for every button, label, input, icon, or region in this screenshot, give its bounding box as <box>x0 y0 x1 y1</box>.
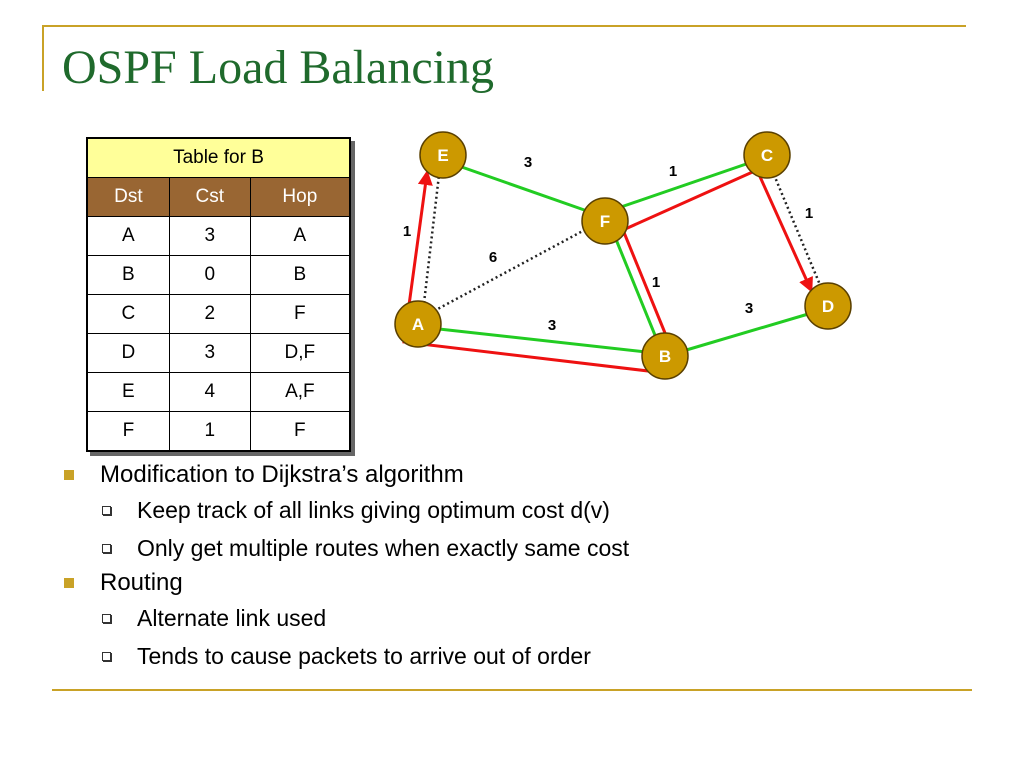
sub-bullet-item: Keep track of all links giving optimum c… <box>62 491 962 529</box>
table-cell-hop: F <box>249 294 351 334</box>
hollow-square-bullet-icon <box>102 652 111 661</box>
node-b-label: B <box>659 347 671 366</box>
slide-title: OSPF Load Balancing <box>62 41 494 94</box>
bullet-text: Modification to Dijkstra’s algorithm <box>100 461 464 488</box>
column-header-dst: Dst <box>86 177 170 217</box>
path-red-b-a-e <box>402 170 666 375</box>
cost-label-a-f: 6 <box>489 249 497 266</box>
table-cell-cst: 0 <box>168 255 251 295</box>
cost-label-b-d: 3 <box>745 300 753 317</box>
node-e: E <box>419 131 467 179</box>
cost-label-c-d: 1 <box>805 205 813 222</box>
cost-label-f-b: 1 <box>652 274 660 291</box>
table-cell-dst: D <box>86 333 170 373</box>
column-header-cst: Cst <box>168 177 251 217</box>
table-row: A 3 A <box>86 216 351 256</box>
sub-bullet-item: Alternate link used <box>62 599 962 637</box>
table-cell-dst: C <box>86 294 170 334</box>
sub-bullet-text: Tends to cause packets to arrive out of … <box>137 643 591 669</box>
node-e-label: E <box>437 146 448 165</box>
link-c-d-dotted <box>770 169 825 293</box>
sub-bullet-text: Keep track of all links giving optimum c… <box>137 497 610 523</box>
link-f-c <box>617 160 753 210</box>
link-a-f-dotted <box>433 224 593 313</box>
node-b: B <box>641 332 689 380</box>
table-row: B 0 B <box>86 255 351 295</box>
cost-label-a-e: 1 <box>403 223 411 240</box>
table-cell-hop: F <box>249 411 351 452</box>
link-f-b <box>611 231 661 346</box>
cost-label-e-f: 3 <box>524 154 532 171</box>
table-title-row: Table for B <box>86 137 351 178</box>
table-cell-cst: 3 <box>168 333 251 373</box>
table-cell-cst: 2 <box>168 294 251 334</box>
table-header-row: Dst Cst Hop <box>86 177 351 217</box>
table-cell-dst: A <box>86 216 170 256</box>
link-e-f <box>455 163 591 214</box>
square-bullet-icon <box>64 578 74 588</box>
column-header-hop: Hop <box>249 177 351 217</box>
hollow-square-bullet-icon <box>102 614 111 623</box>
routing-table: Table for B Dst Cst Hop A 3 A B 0 B C 2 … <box>86 137 351 452</box>
node-c-label: C <box>761 146 773 165</box>
node-a: A <box>394 300 442 348</box>
node-a-label: A <box>412 315 424 334</box>
sub-bullet-item: Only get multiple routes when exactly sa… <box>62 529 962 567</box>
frame-left-rule <box>42 25 44 91</box>
node-f-label: F <box>600 212 610 231</box>
bullet-list: Modification to Dijkstra’s algorithm Kee… <box>62 459 962 675</box>
table-cell-dst: F <box>86 411 170 452</box>
sub-bullet-text: Alternate link used <box>137 605 327 631</box>
bullet-item: Modification to Dijkstra’s algorithm <box>62 459 962 491</box>
link-a-e-dotted <box>422 174 441 304</box>
node-f: F <box>581 197 629 245</box>
frame-bottom-rule <box>52 689 972 691</box>
table-row: F 1 F <box>86 411 351 452</box>
frame-top-rule <box>42 25 966 27</box>
link-b-d <box>682 310 816 353</box>
table-cell-hop: A,F <box>249 372 351 412</box>
sub-bullet-text: Only get multiple routes when exactly sa… <box>137 535 630 561</box>
table-cell-dst: E <box>86 372 170 412</box>
table-cell-cst: 3 <box>168 216 251 256</box>
table-row: D 3 D,F <box>86 333 351 373</box>
node-d: D <box>804 282 852 330</box>
bullet-item: Routing <box>62 567 962 599</box>
sub-bullet-item: Tends to cause packets to arrive out of … <box>62 637 962 675</box>
square-bullet-icon <box>64 470 74 480</box>
table-cell-dst: B <box>86 255 170 295</box>
hollow-square-bullet-icon <box>102 506 111 515</box>
cost-label-a-b: 3 <box>548 317 556 334</box>
node-c: C <box>743 131 791 179</box>
table-row: C 2 F <box>86 294 351 334</box>
hollow-square-bullet-icon <box>102 544 111 553</box>
table-row: E 4 A,F <box>86 372 351 412</box>
table-cell-hop: A <box>249 216 351 256</box>
table-cell-hop: D,F <box>249 333 351 373</box>
bullet-text: Routing <box>100 569 183 596</box>
table-cell-cst: 1 <box>168 411 251 452</box>
table-title: Table for B <box>86 137 351 178</box>
table-cell-cst: 4 <box>168 372 251 412</box>
node-d-label: D <box>822 297 834 316</box>
cost-label-f-c: 1 <box>669 163 677 180</box>
path-red-b-f-c-d <box>621 168 813 334</box>
link-a-b <box>429 326 647 354</box>
